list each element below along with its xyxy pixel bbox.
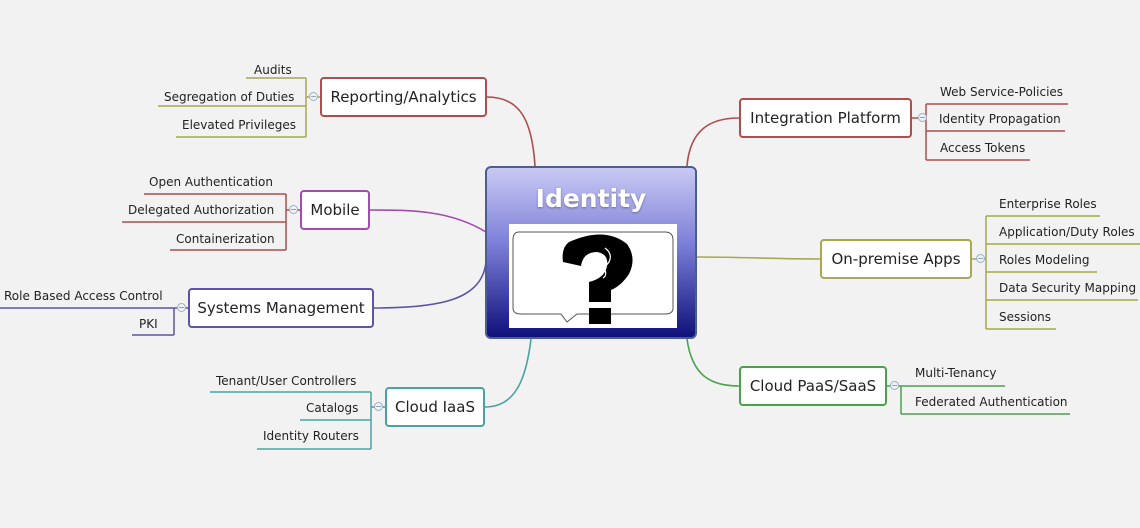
collapse-toggle-iaas[interactable]: − [374, 402, 383, 411]
collapse-toggle-integration[interactable]: − [918, 113, 927, 122]
connector-systems [373, 261, 487, 309]
subtopic-enterprise-roles[interactable]: Enterprise Roles [999, 197, 1097, 211]
reporting-subtopic-lines [158, 77, 320, 138]
subtopic-role-based-access-control[interactable]: Role Based Access Control [4, 289, 163, 303]
subtopic-elevated-privileges[interactable]: Elevated Privileges [182, 118, 296, 132]
topic-reporting-analytics[interactable]: Reporting/Analytics [320, 77, 487, 117]
subtopic-sessions[interactable]: Sessions [999, 310, 1052, 324]
topic-cloud-paas-saas[interactable]: Cloud PaaS/SaaS [739, 366, 887, 406]
subtopic-multi-tenancy[interactable]: Multi-Tenancy [915, 366, 997, 380]
connector-iaas [484, 338, 532, 408]
subtopic-data-security-mapping[interactable]: Data Security Mapping [999, 281, 1137, 295]
topic-systems-management[interactable]: Systems Management [188, 288, 374, 328]
systems-subtopic-lines [0, 307, 188, 336]
subtopic-containerization[interactable]: Containerization [176, 232, 275, 246]
central-topic-title: Identity [535, 184, 647, 213]
subtopic-identity-routers[interactable]: Identity Routers [263, 429, 359, 443]
subtopic-federated-authentication[interactable]: Federated Authentication [915, 395, 1068, 409]
subtopic-tenant-user-controllers[interactable]: Tenant/User Controllers [216, 374, 357, 388]
collapse-toggle-systems[interactable]: − [177, 303, 186, 312]
onprem-subtopic-lines [972, 215, 1140, 330]
subtopic-roles-modeling[interactable]: Roles Modeling [999, 253, 1090, 267]
integration-subtopic-lines [912, 103, 1068, 161]
iaas-subtopic-lines [210, 391, 385, 450]
collapse-toggle-onprem[interactable]: − [976, 254, 985, 263]
subtopic-open-authentication[interactable]: Open Authentication [149, 175, 273, 189]
connector-mobile [369, 209, 487, 233]
collapse-toggle-reporting[interactable]: − [309, 92, 318, 101]
collapse-toggle-mobile[interactable]: − [289, 205, 298, 214]
connector-paas [686, 338, 740, 387]
topic-cloud-iaas[interactable]: Cloud IaaS [385, 387, 485, 427]
subtopic-catalogs[interactable]: Catalogs [306, 401, 359, 415]
subtopic-application-duty-roles[interactable]: Application/Duty Roles [999, 225, 1135, 239]
subtopic-web-service-policies[interactable]: Web Service-Policies [940, 85, 1064, 99]
collapse-toggle-paas[interactable]: − [890, 381, 899, 390]
question-mark-head-icon [509, 224, 677, 328]
connector-reporting [486, 96, 536, 167]
subtopic-segregation-of-duties[interactable]: Segregation of Duties [164, 90, 295, 104]
topic-mobile[interactable]: Mobile [300, 190, 370, 230]
connector-onprem [696, 256, 821, 260]
topic-on-premise-apps[interactable]: On-premise Apps [820, 239, 972, 279]
subtopic-identity-propagation[interactable]: Identity Propagation [939, 112, 1061, 126]
subtopic-access-tokens[interactable]: Access Tokens [940, 141, 1026, 155]
connector-integration [686, 117, 740, 167]
subtopic-pki[interactable]: PKI [139, 317, 158, 331]
subtopic-audits[interactable]: Audits [254, 63, 292, 77]
topic-integration-platform[interactable]: Integration Platform [739, 98, 912, 138]
central-topic-identity[interactable]: Identity [485, 166, 697, 339]
subtopic-delegated-authorization[interactable]: Delegated Authorization [128, 203, 275, 217]
